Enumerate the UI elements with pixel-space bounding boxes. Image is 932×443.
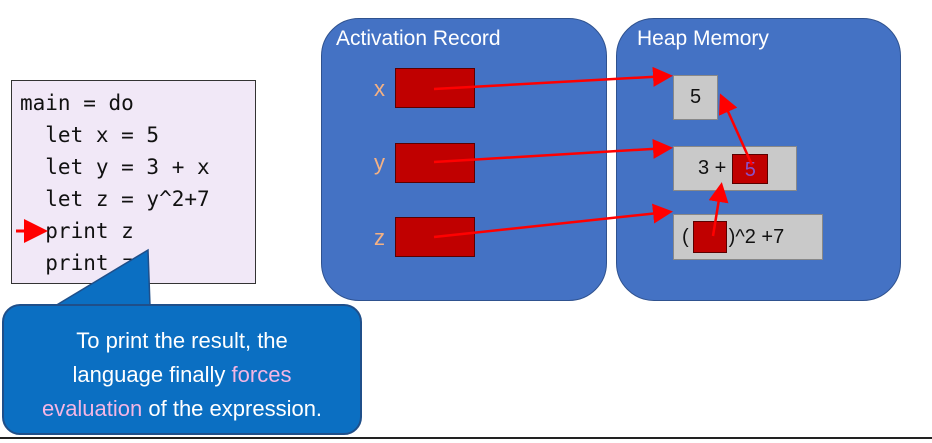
code-line: main = do [20, 91, 134, 115]
var-label-z: z [374, 225, 385, 250]
heap-five-text: 5 [689, 86, 702, 108]
heap-pow-suffix: )^2 +7 [728, 225, 785, 248]
callout-line-1: To print the result, the [76, 328, 288, 353]
arrow-x-to-five [433, 66, 673, 91]
callout-bubble: To print the result, the language finall… [2, 304, 362, 435]
code-line: let z = y^2+7 [20, 187, 210, 211]
callout-line-3-b: of the expression. [142, 396, 323, 421]
callout-line-3: evaluation of the expression. [4, 392, 360, 426]
heap-memory-title: Heap Memory [637, 27, 769, 50]
activation-record-title: Activation Record [336, 27, 501, 50]
code-line-current: print z [20, 219, 134, 243]
code-line: let x = 5 [20, 123, 160, 147]
var-label-y: y [374, 150, 385, 175]
callout-pointer [52, 248, 151, 307]
bottom-rule [0, 437, 932, 439]
arrow-y-to-plus [433, 138, 673, 164]
heap-plus-slot: 5 [732, 153, 769, 184]
callout-forces: forces [231, 362, 292, 387]
arrow-plus-to-five [719, 93, 754, 166]
arrow-z-to-pow [433, 203, 673, 239]
heap-pow-open: ( [682, 225, 689, 248]
callout-evaluation: evaluation [41, 396, 143, 421]
heap-pow-thunk: ( )^2 +7 [673, 214, 823, 260]
callout-line-2-a: language finally [72, 362, 232, 387]
heap-plus-thunk: 3 + 5 [673, 146, 797, 191]
heap-plus-text: 3 + [698, 157, 727, 179]
heap-pow-slot [692, 221, 727, 253]
arrow-pow-to-plus [708, 182, 729, 237]
var-label-x: x [374, 76, 385, 101]
heap-value-five: 5 [673, 75, 718, 120]
code-line: let y = 3 + x [20, 155, 210, 179]
code-listing: main = do let x = 5 let y = 3 + x let z … [11, 80, 256, 284]
callout-line-2: language finally forces [4, 358, 360, 392]
